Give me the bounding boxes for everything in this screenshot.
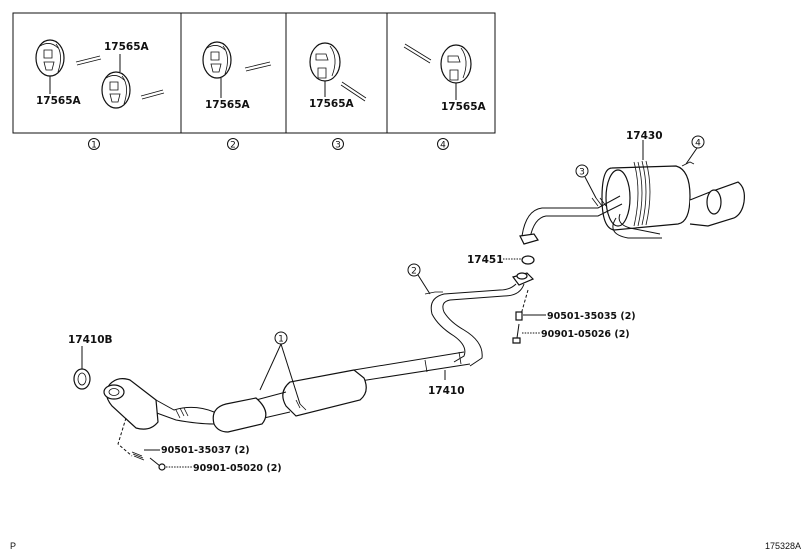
gasket-17410b [73, 368, 91, 390]
rubber-hanger-icon [101, 71, 131, 109]
hanger-rod-icon [244, 61, 272, 72]
label-gasket-front: 17410B [68, 334, 113, 346]
rubber-hanger-icon [309, 42, 341, 82]
label-gasket-rear: 17451 [467, 254, 504, 266]
leader [685, 147, 698, 165]
svg-text:1: 1 [278, 335, 284, 345]
panel-callout-1: 1 [91, 141, 97, 151]
muffler [601, 160, 745, 231]
inset-panel-3: 17565A 3 [309, 42, 367, 151]
bolt-rear [512, 323, 521, 344]
hanger-bracket-3 [591, 197, 607, 207]
spring-front [131, 451, 145, 461]
hanger-bracket-2 [424, 291, 443, 295]
callout-3: 3 [575, 164, 589, 178]
label-pipe-assy: 17410 [428, 385, 465, 397]
panel-callout-4: 4 [440, 141, 446, 151]
rear-pipe [519, 195, 662, 245]
part-label: 17565A [104, 41, 150, 53]
hanger-rod-icon [340, 81, 367, 102]
callout-circle [88, 138, 100, 150]
hanger-rod-icon [75, 55, 102, 66]
rear-flange [519, 233, 539, 245]
label-spring-front: 90501-35037 (2) [161, 445, 250, 456]
inset-panel-4: 17565A 4 [403, 43, 487, 151]
middle-pipe [424, 272, 535, 367]
front-flange [103, 384, 125, 400]
gasket-17451 [521, 255, 535, 265]
callout-4: 4 [691, 135, 705, 149]
hanger-rod-icon [403, 43, 432, 64]
rear-catalytic-converter [282, 369, 367, 417]
svg-text:2: 2 [411, 267, 417, 277]
rubber-hanger-icon [440, 44, 472, 84]
panel-callout-3: 3 [335, 141, 341, 151]
footer-drawing-number: 175328A [765, 541, 801, 551]
part-label: 17565A [309, 98, 355, 110]
inset-panels: 17565A 17565A 1 [12, 12, 496, 151]
bolt-front [149, 457, 166, 471]
inset-panel-2: 17565A 2 [202, 41, 272, 151]
panel-callout-2: 2 [230, 141, 236, 151]
spring-rear [515, 311, 523, 321]
leader [584, 176, 597, 199]
front-pipe [103, 351, 471, 433]
label-spring-rear: 90501-35035 (2) [547, 311, 636, 322]
rubber-hanger-icon [202, 41, 232, 79]
exhaust-assembly [73, 140, 745, 471]
rubber-hanger-icon [35, 39, 65, 77]
leader [280, 343, 301, 405]
callout-circle [437, 138, 449, 150]
label-bolt-rear: 90901-05026 (2) [541, 329, 630, 340]
leader [417, 274, 431, 295]
svg-text:3: 3 [579, 168, 585, 178]
part-label: 17565A [36, 95, 82, 107]
svg-text:4: 4 [695, 139, 701, 149]
callout-2: 2 [407, 263, 421, 277]
inset-panel-1: 17565A 17565A 1 [35, 39, 165, 151]
inset-frame [12, 12, 496, 134]
leader [259, 343, 282, 391]
label-muffler: 17430 [626, 130, 663, 142]
label-bolt-front: 90901-05020 (2) [193, 463, 282, 474]
callout-circle [332, 138, 344, 150]
hanger-rod-icon [140, 89, 165, 100]
callout-circle [227, 138, 239, 150]
part-label: 17565A [205, 99, 251, 111]
footer-left-code: P [10, 541, 16, 551]
front-catalytic-converter [212, 397, 267, 433]
callout-1: 1 [274, 331, 288, 345]
part-label: 17565A [441, 101, 487, 113]
